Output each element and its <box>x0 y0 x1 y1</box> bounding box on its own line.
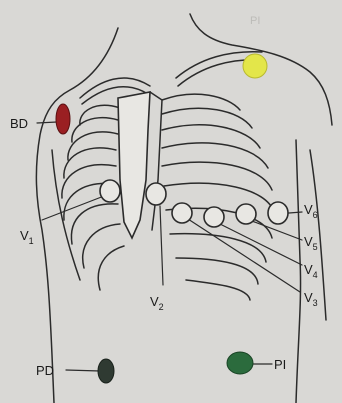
label-pi: PI <box>274 357 286 372</box>
pd-electrode <box>98 359 114 383</box>
faded-label: PI <box>250 15 260 27</box>
label-v6: V6 <box>304 202 318 220</box>
v6-electrode <box>268 202 288 224</box>
pi-electrode <box>227 352 253 374</box>
label-v3: V3 <box>304 290 318 308</box>
sternum <box>118 92 150 238</box>
label-bd: BD <box>10 116 28 131</box>
bi-electrode <box>243 54 267 78</box>
lead-lines <box>37 122 302 371</box>
bd-electrode <box>56 104 70 134</box>
v5-electrode <box>236 204 256 224</box>
clavicles <box>80 52 262 104</box>
v4-electrode <box>204 207 224 227</box>
v1-electrode <box>100 180 120 202</box>
label-v5: V5 <box>304 234 318 252</box>
label-v4: V4 <box>304 262 318 280</box>
label-v2: V2 <box>150 294 164 312</box>
label-pd: PD <box>36 363 54 378</box>
electrodes <box>56 54 288 383</box>
v3-electrode <box>172 203 192 223</box>
v2-electrode <box>146 183 166 205</box>
ribs <box>62 94 274 300</box>
label-v1: V1 <box>20 228 34 246</box>
